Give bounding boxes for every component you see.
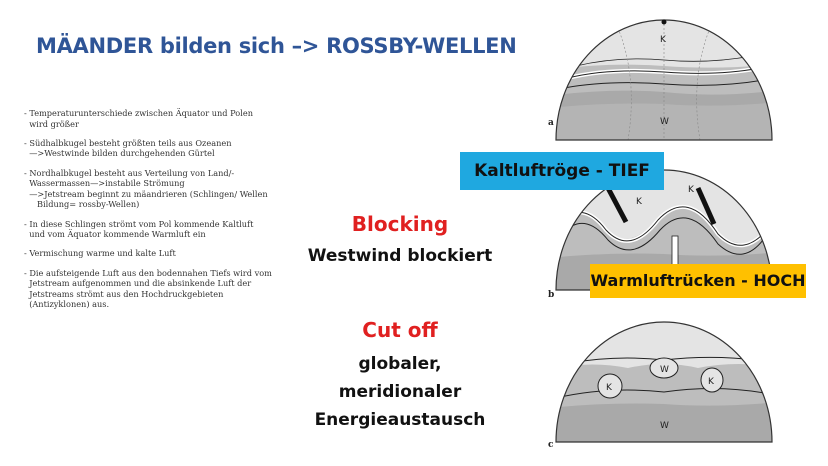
globe-diagram-a: K W <box>555 19 773 141</box>
blocking-heading: Blocking <box>351 212 449 236</box>
blocking-subtitle: Westwind blockiert <box>307 246 493 266</box>
cutoff-line: globaler, <box>358 354 442 374</box>
bullet-item: - Die aufsteigende Luft aus den bodennah… <box>24 267 272 310</box>
bullet-item: - Vermischung warme und kalte Luft <box>24 248 176 259</box>
cutoff-line: Energieaustausch <box>314 410 486 430</box>
k-label: K <box>708 377 715 387</box>
cutoff-line: meridionaler <box>338 382 462 402</box>
panel-letter-c: c <box>548 440 554 450</box>
bullet-item: - Nordhalbkugel besteht aus Verteilung v… <box>24 167 268 210</box>
k-label: K <box>636 197 643 207</box>
panel-letter-a: a <box>548 118 554 128</box>
tief-label: Kaltluftröge - TIEF <box>460 152 664 190</box>
k-label: K <box>660 35 667 45</box>
hoch-label: Warmluftrücken - HOCH <box>590 264 806 298</box>
w-label: W <box>660 365 669 375</box>
bullet-list: - Temperaturunterschiede zwischen Äquato… <box>24 108 324 318</box>
w-label: W <box>660 421 669 431</box>
page-title: MÄANDER bilden sich –> ROSSBY-WELLEN <box>36 34 517 58</box>
bullet-item: - In diese Schlingen strömt vom Pol komm… <box>24 218 254 240</box>
bullet-item: - Südhalbkugel besteht größten teils aus… <box>24 137 232 159</box>
panel-letter-b: b <box>548 290 555 300</box>
cutoff-heading: Cut off <box>362 318 438 342</box>
k-label: K <box>688 185 695 195</box>
k-label: K <box>606 383 613 393</box>
bullet-item: - Temperaturunterschiede zwischen Äquato… <box>24 108 253 129</box>
globe-diagram-c: K W K W <box>555 321 773 443</box>
w-label: W <box>660 117 669 127</box>
